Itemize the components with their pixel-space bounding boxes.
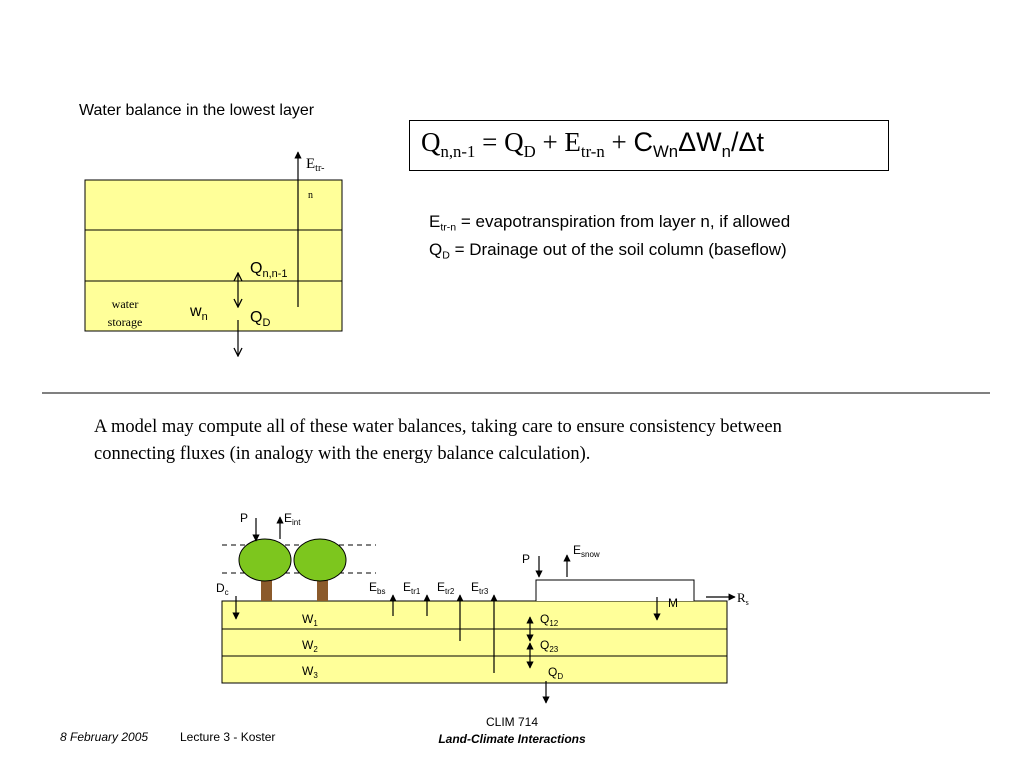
def-etr-sub: tr-n	[440, 221, 457, 234]
etr1-label: Etr1	[403, 580, 421, 596]
eq-w-sub: n	[721, 141, 731, 161]
water-balance-equation: Qn,n-1 = QD + Etr-n + CWnΔWn/Δt	[421, 127, 764, 161]
def-qd-sub: D	[442, 249, 450, 262]
footer-date: 8 February 2005	[60, 730, 149, 744]
etr-label-top-n: n	[308, 190, 313, 201]
soil-column-top	[84, 179, 343, 332]
precip-label-canopy: P	[240, 511, 248, 525]
water-storage-label-1: water	[112, 297, 139, 311]
etr-label-top: Etr-	[306, 156, 324, 174]
section-title: Water balance in the lowest layer	[79, 102, 315, 119]
q23-label: Q23	[540, 638, 559, 654]
eq-e-sub: tr-n	[580, 141, 605, 161]
eq-c-sub: Wn	[652, 141, 679, 161]
body-paragraph: A model may compute all of these water b…	[94, 417, 782, 464]
soil-column-bottom	[221, 600, 728, 684]
wn-label: wn	[189, 303, 208, 323]
def-etr-text: = evapotranspiration from layer n, if al…	[456, 212, 791, 231]
q-interlayer-label-top: Qn,n-1	[250, 260, 288, 280]
eq-equals: =	[475, 127, 505, 157]
esnow-label: Esnow	[573, 543, 600, 559]
def-qd-main: Q	[429, 240, 443, 259]
footer-course: CLIM 714 Land-Climate Interactions	[412, 714, 612, 748]
equation-box	[409, 120, 889, 171]
dc-label: Dc	[216, 581, 229, 597]
runoff-label: Rs	[737, 590, 749, 607]
water-storage-label-2: storage	[108, 315, 143, 329]
w2-label: W2	[302, 638, 318, 654]
eq-qd-main: Q	[504, 127, 524, 157]
q12-label: Q12	[540, 612, 559, 628]
w1-label: W1	[302, 612, 318, 628]
eint-label: Eint	[284, 511, 301, 527]
tree-trunk-2	[317, 575, 328, 601]
tree-trunk-1	[261, 575, 272, 601]
etr2-label: Etr2	[437, 580, 455, 596]
eq-delta-w: ΔW	[678, 127, 722, 157]
definition-qd: QD = Drainage out of the soil column (ba…	[429, 240, 787, 262]
eq-plus-1: +	[535, 127, 565, 157]
eq-qd-sub: D	[523, 141, 536, 161]
def-etr-main: E	[429, 212, 441, 231]
eq-q-main: Q	[421, 127, 441, 157]
definition-etr: Etr-n = evapotranspiration from layer n,…	[429, 212, 791, 234]
snowpack	[535, 579, 695, 601]
eq-q-sub: n,n-1	[440, 141, 476, 161]
w3-label: W3	[302, 664, 318, 680]
qd-label-top: QD	[250, 309, 270, 329]
tree-crown-1	[238, 538, 292, 582]
footer-course-code: CLIM 714	[485, 715, 539, 729]
ebs-label: Ebs	[369, 580, 385, 596]
footer-lecture: Lecture 3 - Koster	[180, 730, 276, 744]
eq-e-main: E	[564, 127, 581, 157]
def-qd-text: = Drainage out of the soil column (basef…	[449, 240, 787, 259]
tree-crown-2	[293, 538, 347, 582]
precip-label-snow: P	[522, 552, 530, 566]
eq-c-main: C	[633, 127, 653, 157]
melt-label: M	[668, 596, 678, 610]
qd-label-bottom: QD	[548, 665, 563, 681]
eq-plus-2: +	[604, 127, 634, 157]
footer-course-title: Land-Climate Interactions	[438, 732, 586, 746]
etr3-label: Etr3	[471, 580, 489, 596]
eq-over-dt: /Δt	[730, 127, 764, 157]
